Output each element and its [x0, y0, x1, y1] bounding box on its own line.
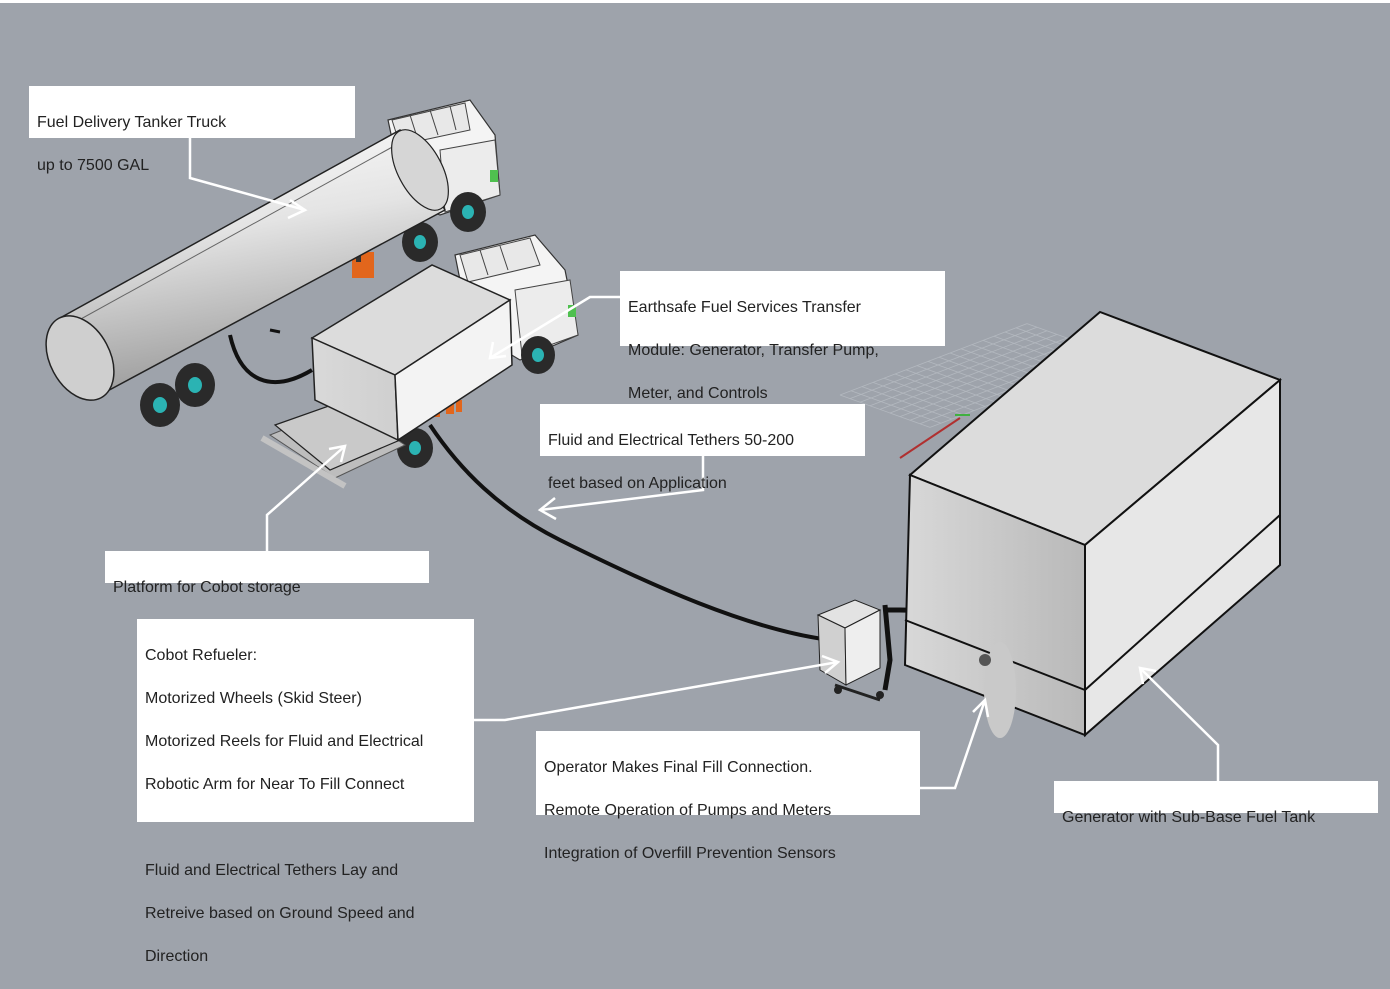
grid-line: [879, 337, 1068, 410]
cobot-line-6: Fluid and Electrical Tethers Lay and: [145, 861, 399, 879]
tanker-truck: [45, 99, 501, 427]
tethers-arrow: [539, 455, 705, 512]
callout-arrows: [188, 138, 1220, 790]
tanker-callout-line-1: Fuel Delivery Tanker Truck: [37, 113, 227, 131]
tethers-line-2: feet based on Application: [548, 474, 727, 492]
cobot-line-2: Motorized Wheels (Skid Steer): [145, 689, 362, 707]
grid-line: [850, 390, 942, 424]
generator-arrow: [1139, 667, 1220, 785]
grid-line: [905, 369, 997, 403]
transfer-module-box: [310, 264, 513, 442]
grid-line: [889, 341, 1078, 414]
grid-line: [916, 365, 1008, 399]
tanker-callout-line-2: up to 7500 GAL: [37, 156, 150, 174]
top-border: [0, 0, 1390, 3]
cobot-arrow: [474, 660, 839, 722]
platform-callout: Platform for Cobot storage: [105, 551, 429, 596]
operator-callout: Operator Makes Final Fill Connection. Re…: [536, 731, 920, 862]
grid-line: [894, 373, 986, 407]
cobot-refueler: [816, 599, 991, 702]
tanker-callout: Fuel Delivery Tanker Truck up to 7500 GA…: [29, 86, 355, 174]
transfer-truck-cab: [454, 234, 579, 361]
transfer-module-callout: Earthsafe Fuel Services Transfer Module:…: [620, 271, 945, 402]
axis-line-red: [899, 417, 961, 459]
tanker-wheels: [140, 192, 486, 427]
transfer-module-arrow: [489, 295, 620, 360]
platform-arrow: [265, 445, 346, 551]
tethers-callout: Fluid and Electrical Tethers 50-200 feet…: [540, 404, 865, 492]
cobot-line-1: Cobot Refueler:: [145, 646, 258, 664]
grid-line: [839, 394, 931, 428]
grid-line: [839, 323, 1028, 396]
grid-line: [872, 382, 964, 416]
operator-line-3: Integration of Overfill Prevention Senso…: [544, 844, 836, 862]
transfer-module-line-3: Meter, and Controls: [628, 384, 768, 402]
platform-line-1: Platform for Cobot storage: [113, 578, 301, 596]
transfer-module-line-2: Module: Generator, Transfer Pump,: [628, 341, 879, 359]
cobot-line-4: Robotic Arm for Near To Fill Connect: [145, 775, 405, 793]
fuel-system-scene: [45, 99, 1282, 790]
generator: [903, 310, 1282, 738]
tanker-arrow: [188, 138, 306, 212]
generator-callout: Generator with Sub-Base Fuel Tank: [1054, 781, 1378, 826]
cobot-line-8: Direction: [145, 947, 209, 965]
tethers-line-1: Fluid and Electrical Tethers 50-200: [548, 431, 795, 449]
operator-line-2: Remote Operation of Pumps and Meters: [544, 801, 832, 819]
generator-line-1: Generator with Sub-Base Fuel Tank: [1062, 808, 1316, 826]
grid-line: [861, 386, 953, 420]
transfer-module-line-1: Earthsafe Fuel Services Transfer: [628, 298, 861, 316]
grid-line: [927, 361, 1019, 395]
cobot-line-5: [145, 817, 466, 839]
grid-line: [859, 330, 1048, 403]
tanker-tank: [45, 128, 449, 401]
grid-line: [869, 334, 1058, 407]
cobot-line-7: Retreive based on Ground Speed and: [145, 904, 415, 922]
cobot-line-3: Motorized Reels for Fluid and Electrical: [145, 732, 424, 750]
grid-line: [849, 326, 1038, 399]
grid-line: [883, 377, 975, 411]
grid-line: [938, 356, 1030, 390]
operator-line-1: Operator Makes Final Fill Connection.: [544, 758, 813, 776]
operator-arrow: [920, 699, 987, 790]
transfer-truck: [260, 234, 579, 489]
cobot-callout: Cobot Refueler: Motorized Wheels (Skid S…: [137, 619, 474, 965]
